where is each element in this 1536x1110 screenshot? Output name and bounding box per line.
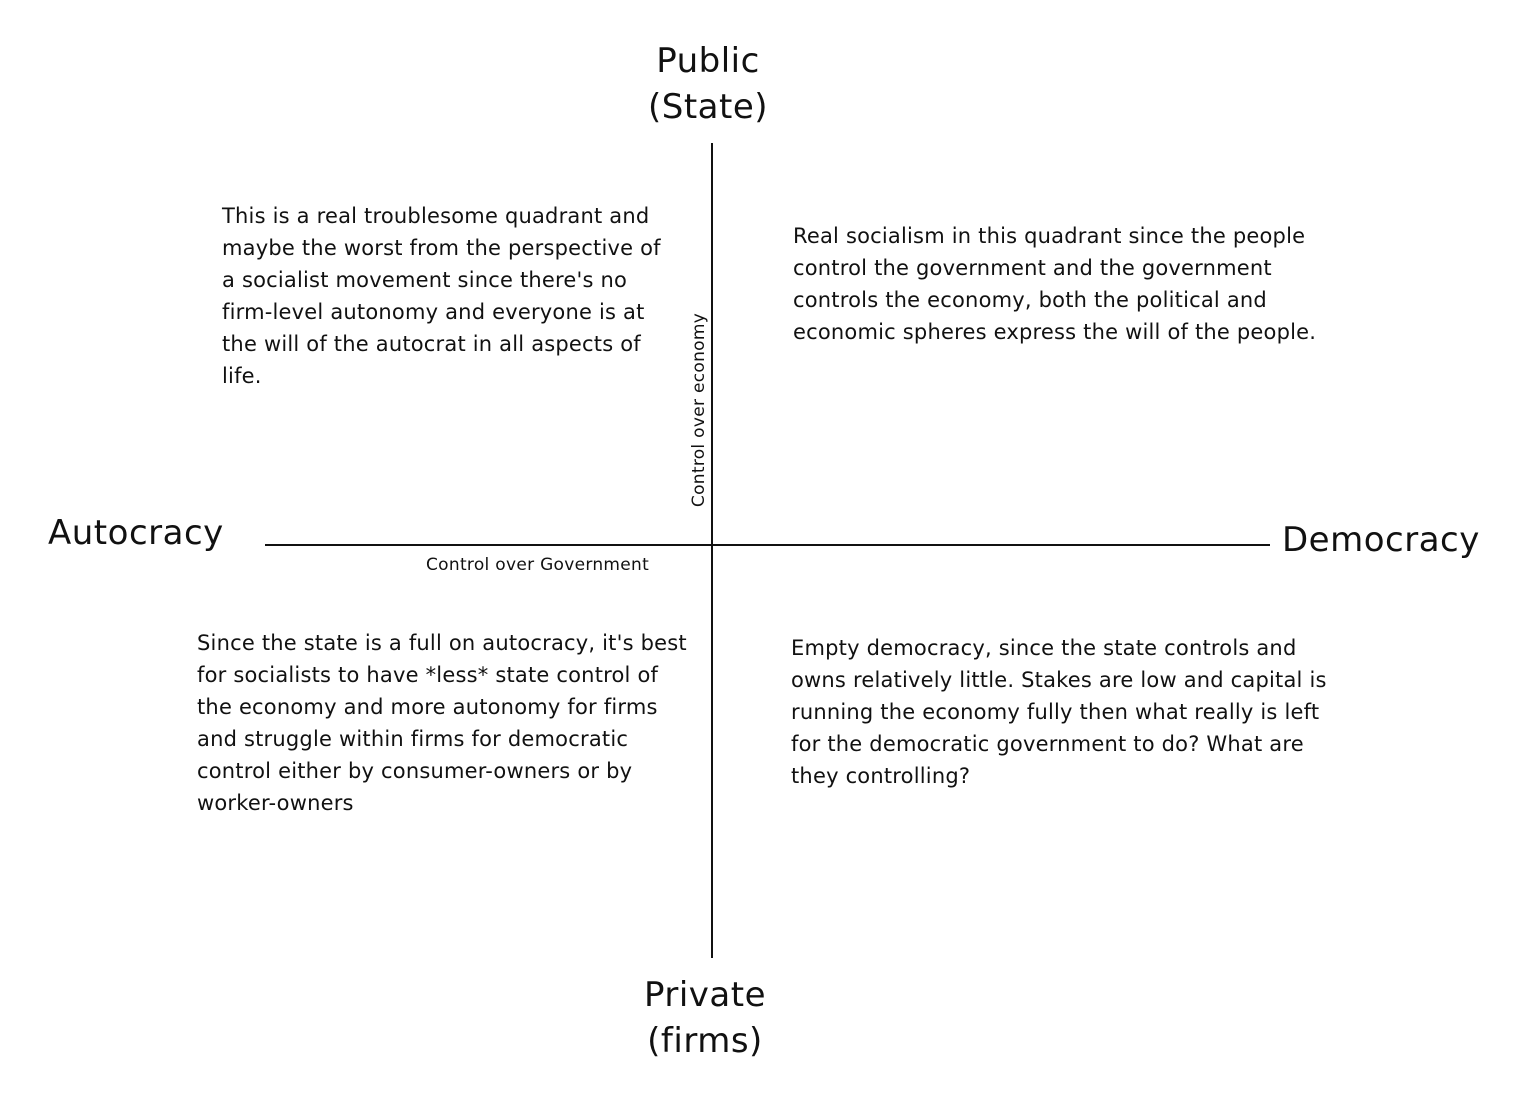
quadrant-top-right-note: Real socialism in this quadrant since th…	[793, 224, 1317, 344]
quadrant-bottom-right-note: Empty democracy, since the state control…	[791, 636, 1327, 788]
public-state-label: Public (State)	[608, 38, 808, 130]
democracy-label: Democracy	[1282, 520, 1480, 560]
control-over-economy-label: Control over economy	[689, 312, 709, 508]
private-firms-label: Private (firms)	[605, 972, 805, 1064]
state-label: (State)	[647, 87, 769, 127]
private-label: Private	[643, 975, 767, 1015]
horizontal-axis	[265, 544, 1270, 546]
quadrant-top-left-note: This is a real troublesome quadrant and …	[222, 204, 661, 388]
autocracy-label: Autocracy	[48, 513, 224, 553]
firms-label: (firms)	[647, 1021, 763, 1061]
control-over-government-label: Control over Government	[426, 555, 650, 575]
quadrant-bottom-left-note: Since the state is a full on autocracy, …	[197, 631, 687, 815]
public-label: Public	[656, 41, 760, 81]
vertical-axis	[711, 143, 713, 958]
